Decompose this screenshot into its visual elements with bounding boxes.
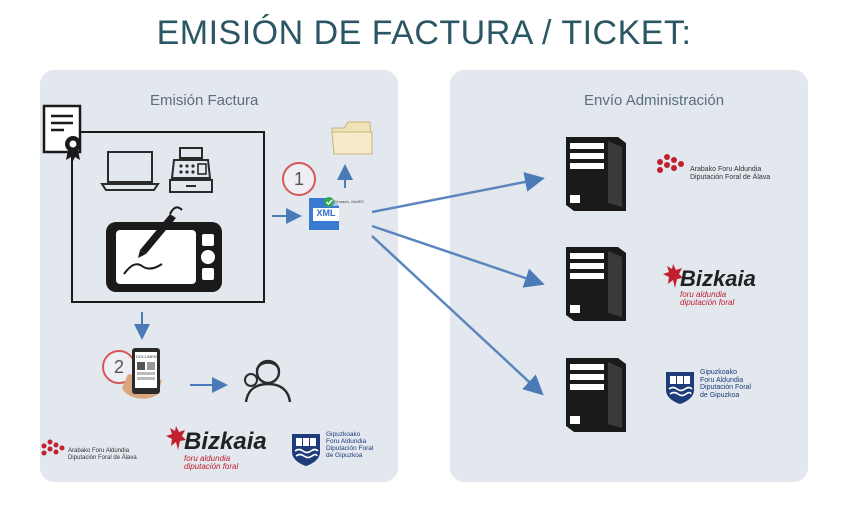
server-gipuzkoa-icon [566, 358, 626, 432]
gipuzkoa-logo-text: Gipuzkoako Foru Aldundia Diputación Fora… [326, 431, 373, 460]
phone-screen-label: DOCUMENT [136, 354, 160, 359]
bizkaia-leaf-right-icon [663, 264, 683, 288]
customer-icon [244, 359, 292, 403]
alava-right-line-2: Diputación Foral de Álava [690, 173, 771, 181]
emission-panel-label: Emisión Factura [150, 92, 259, 109]
alava-line-2: Diputación Foral de Álava [68, 454, 137, 461]
gipuzkoa-line-3: Diputación Foral [326, 445, 374, 453]
alava-logo-mark-right-icon [657, 154, 684, 173]
bizkaia-line-2: diputación foral [184, 462, 239, 471]
alava-line-1: Arabako Foru Aldundia [68, 448, 130, 454]
arrow-to-server-bizkaia [371, 224, 545, 288]
xml-file-icon [309, 197, 339, 230]
laptop-icon [100, 151, 160, 191]
xml-signature-badge: Firmado, XAdES [334, 199, 364, 204]
alava-logo-text: Arabako Foru Aldundia Diputación Foral d… [68, 448, 137, 461]
bizkaia-logo-sub: foru aldundia diputación foral [184, 455, 238, 471]
administration-panel [450, 70, 808, 482]
bizkaia-leaf-icon [166, 426, 186, 450]
cash-register-icon [169, 147, 213, 193]
certificate-icon [42, 104, 82, 161]
bizkaia-logo-name-right: Bizkaia [680, 266, 756, 291]
server-bizkaia-icon [566, 247, 626, 321]
gipuzkoa-line-1: Gipuzkoako [326, 431, 361, 438]
folder-icon [331, 121, 373, 155]
gipuzkoa-right-line-2: Foru Aldundia [700, 376, 744, 384]
alava-logo-mark-icon [41, 439, 65, 456]
step-1-marker: 1 [282, 162, 316, 196]
gipuzkoa-right-line-1: Gipuzkoako [700, 369, 737, 376]
alava-right-line-1: Arabako Foru Aldundia [690, 166, 762, 173]
signature-tablet-icon [106, 206, 222, 292]
bizkaia-logo-name: Bizkaia [184, 428, 267, 455]
arrow-to-server-gipuzkoa [371, 235, 544, 396]
bizkaia-logo-sub-right: foru aldundia diputación foral [680, 291, 734, 307]
gipuzkoa-logo-text-right: Gipuzkoako Foru Aldundia Diputación Fora… [700, 369, 751, 400]
gipuzkoa-right-line-3: Diputación Foral [700, 384, 751, 392]
administration-panel-label: Envío Administración [584, 92, 725, 109]
bizkaia-right-line-2: diputación foral [680, 298, 735, 307]
arrow-to-server-alava [371, 172, 545, 214]
gipuzkoa-line-4: de Gipuzkoa [326, 452, 363, 460]
gipuzkoa-right-line-4: de Gipuzkoa [700, 392, 740, 400]
device-frame [71, 131, 265, 303]
gipuzkoa-shield-right-icon [666, 372, 694, 404]
page-title: EMISIÓN DE FACTURA / TICKET: [156, 14, 692, 52]
phone-document-icon [122, 348, 162, 399]
gipuzkoa-line-2: Foru Aldundia [326, 438, 367, 446]
bizkaia-line-1: foru aldundia [184, 454, 231, 463]
gipuzkoa-shield-icon [292, 434, 320, 466]
alava-logo-text-right: Arabako Foru Aldundia Diputación Foral d… [690, 166, 770, 181]
xml-file-label: XML [316, 208, 336, 218]
bizkaia-right-line-1: foru aldundia [680, 290, 727, 299]
server-alava-icon [566, 137, 626, 211]
